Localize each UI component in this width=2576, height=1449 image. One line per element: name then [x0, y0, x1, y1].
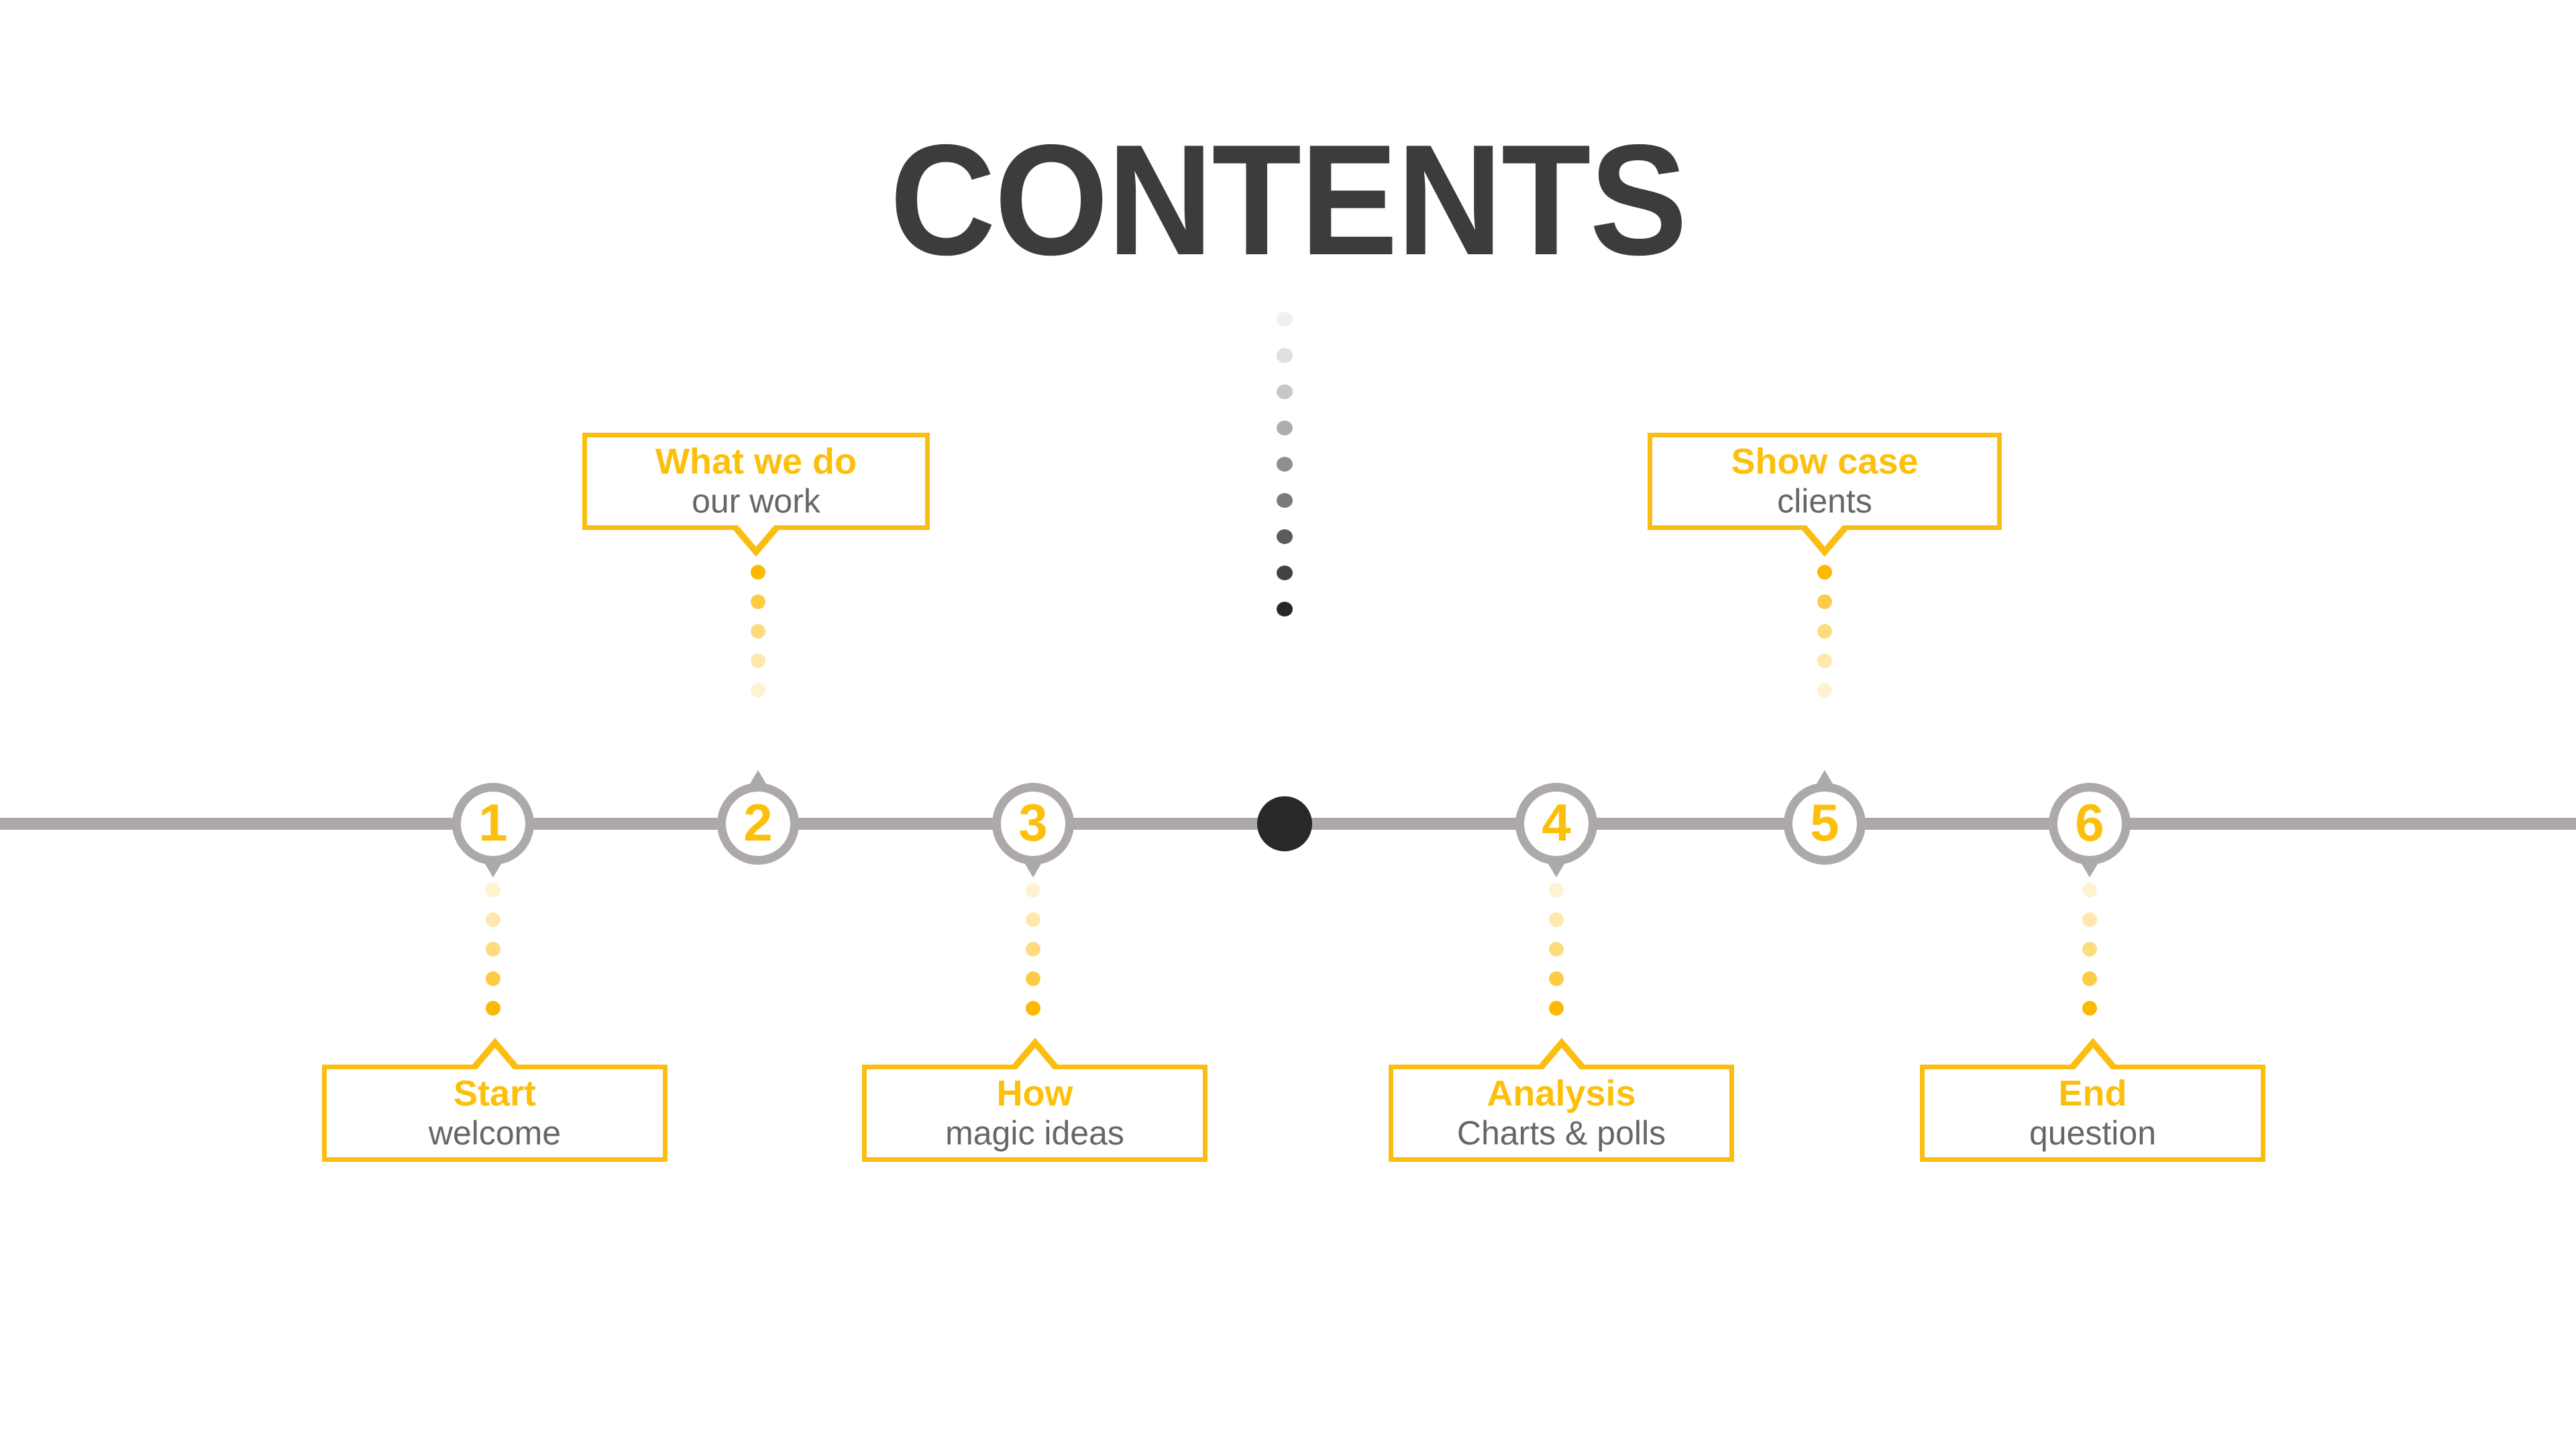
connector-show-case	[1817, 565, 1832, 712]
connector-dot	[751, 683, 765, 698]
connector-dot	[1549, 912, 1564, 927]
callout-subtitle: our work	[692, 482, 820, 520]
connector-dot	[2082, 883, 2097, 898]
timeline-node-5[interactable]: 5	[1784, 783, 1866, 865]
connector-analysis	[1549, 883, 1564, 1030]
center-line-dot	[1277, 421, 1293, 435]
connector-dot	[751, 624, 765, 639]
connector-dot	[486, 912, 500, 927]
connector-dot	[1817, 683, 1832, 698]
callout-title: Analysis	[1487, 1073, 1636, 1114]
connector-dot	[1817, 653, 1832, 668]
center-line-dot	[1277, 457, 1293, 472]
connector-dot	[1549, 942, 1564, 957]
callout-title: Start	[453, 1073, 537, 1114]
connector-dot	[1026, 883, 1040, 898]
timeline-node-4[interactable]: 4	[1515, 783, 1597, 865]
connector-dot	[1817, 594, 1832, 609]
timeline-node-number: 3	[1018, 793, 1048, 852]
connector-dot	[751, 565, 765, 580]
center-line-dot	[1277, 312, 1293, 327]
center-line-dot	[1277, 529, 1293, 544]
connector-dot	[751, 594, 765, 609]
connector-dot	[486, 883, 500, 898]
callout-notch-fill	[1806, 525, 1843, 547]
connector-dot	[1549, 1001, 1564, 1016]
connector-what-we-do	[751, 565, 765, 712]
timeline-node-3[interactable]: 3	[992, 783, 1074, 865]
connector-dot	[486, 942, 500, 957]
timeline-node-number: 4	[1542, 793, 1571, 852]
timeline-node-number: 1	[478, 793, 508, 852]
connector-dot	[1817, 624, 1832, 639]
connector-dot	[2082, 912, 2097, 927]
center-line-dot	[1277, 566, 1293, 580]
callout-title: What we do	[655, 441, 857, 482]
callout-subtitle: Charts & polls	[1456, 1114, 1666, 1152]
timeline-node-number: 2	[743, 793, 773, 852]
callout-title: How	[996, 1073, 1073, 1114]
connector-how	[1026, 883, 1040, 1030]
connector-dot	[1026, 971, 1040, 986]
callout-notch-fill	[737, 525, 775, 547]
callout-subtitle: welcome	[428, 1114, 561, 1152]
callout-subtitle: question	[2029, 1114, 2157, 1152]
center-line-dot	[1277, 384, 1293, 399]
center-line-dot	[1277, 602, 1293, 616]
connector-dot	[1817, 565, 1832, 580]
callout-title: Show case	[1731, 441, 1919, 482]
callout-notch-fill	[1542, 1048, 1580, 1070]
connector-dot	[486, 1001, 500, 1016]
connector-end	[2082, 883, 2097, 1030]
connector-dot	[2082, 942, 2097, 957]
connector-dot	[751, 653, 765, 668]
connector-dot	[486, 971, 500, 986]
callout-subtitle: clients	[1777, 482, 1872, 520]
connector-dot	[1549, 971, 1564, 986]
timeline-node-6[interactable]: 6	[2049, 783, 2131, 865]
timeline-node-number: 6	[2075, 793, 2104, 852]
callout-subtitle: magic ideas	[945, 1114, 1124, 1152]
center-line-dot	[1277, 493, 1293, 508]
callout-notch-fill	[476, 1048, 514, 1070]
connector-dot	[1026, 1001, 1040, 1016]
page-title: CONTENTS	[890, 111, 1687, 288]
timeline-node-1[interactable]: 1	[452, 783, 534, 865]
connector-start	[486, 883, 500, 1030]
callout-notch-fill	[2074, 1048, 2112, 1070]
center-dot-marker	[1257, 796, 1312, 851]
callout-title: End	[2058, 1073, 2127, 1114]
center-dotted-line	[1277, 312, 1293, 638]
center-line-dot	[1277, 348, 1293, 363]
timeline-node-number: 5	[1810, 793, 1839, 852]
connector-dot	[2082, 971, 2097, 986]
connector-dot	[2082, 1001, 2097, 1016]
connector-dot	[1026, 942, 1040, 957]
timeline-node-2[interactable]: 2	[717, 783, 799, 865]
connector-dot	[1549, 883, 1564, 898]
callout-notch-fill	[1016, 1048, 1054, 1070]
connector-dot	[1026, 912, 1040, 927]
